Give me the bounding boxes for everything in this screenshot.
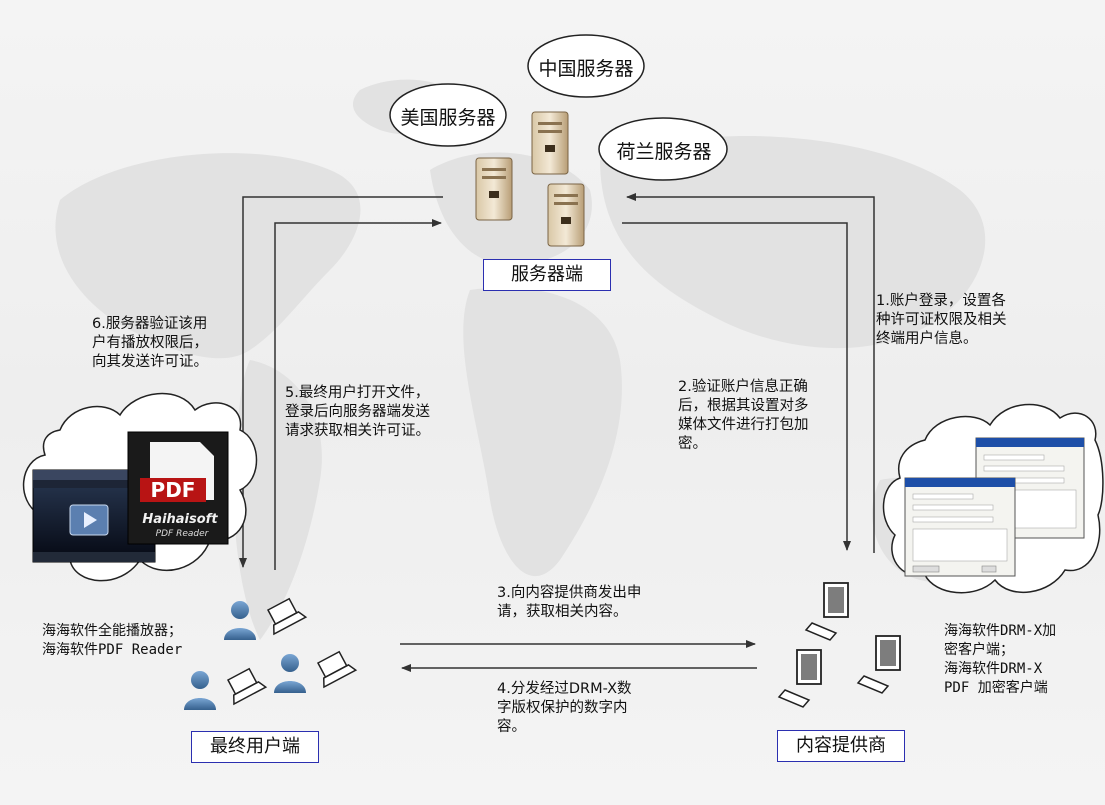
server-side-box: 服务器端 bbox=[483, 259, 611, 291]
arrow-step5 bbox=[274, 219, 442, 570]
pdf-badge-text: PDF bbox=[151, 478, 196, 502]
server-icon bbox=[531, 111, 569, 175]
netherlands-server-bubble bbox=[598, 117, 728, 181]
desktop-computer-icon bbox=[777, 649, 822, 708]
step3-text: 3.向内容提供商发出申 请，获取相关内容。 bbox=[497, 585, 642, 620]
end-user-box: 最终用户端 bbox=[191, 731, 319, 763]
user-icon bbox=[184, 671, 216, 710]
laptop-icon bbox=[226, 667, 268, 706]
drm-client-window-front bbox=[904, 477, 1016, 577]
user-icon bbox=[274, 654, 306, 693]
arrow-step6 bbox=[239, 196, 443, 568]
arrow-step2 bbox=[622, 222, 851, 551]
laptop-icon bbox=[316, 650, 358, 689]
china-server-label: 中国服务器 bbox=[538, 58, 634, 80]
user-icon bbox=[224, 601, 256, 640]
end-user-software-caption: 海海软件全能播放器； 海海软件PDF Reader bbox=[42, 623, 183, 658]
pdf-sub-text: PDF Reader bbox=[156, 529, 210, 539]
step1-text: 1.账户登录，设置各 种许可证权限及相关 终端用户信息。 bbox=[876, 293, 1007, 347]
content-provider-box: 内容提供商 bbox=[777, 730, 905, 762]
step5-text: 5.最终用户打开文件， 登录后向服务器端发送 请求获取相关许可证。 bbox=[285, 385, 430, 439]
arrow-step1 bbox=[626, 193, 875, 553]
desktop-computer-icon bbox=[856, 635, 901, 694]
netherlands-server-label: 荷兰服务器 bbox=[616, 141, 712, 163]
desktop-computer-icon bbox=[804, 582, 849, 641]
china-server-bubble bbox=[527, 34, 645, 98]
step6-text: 6.服务器验证该用 户有播放权限后， 向其发送许可证。 bbox=[92, 316, 208, 370]
step2-text: 2.验证账户信息正确 后，根据其设置对多 媒体文件进行打包加 密。 bbox=[678, 379, 809, 452]
laptop-icon bbox=[266, 597, 308, 636]
usa-server-bubble bbox=[389, 83, 507, 147]
pdf-reader-icon: PDF Haihaisoft PDF Reader bbox=[127, 431, 229, 545]
server-icon bbox=[547, 183, 585, 247]
usa-server-label: 美国服务器 bbox=[400, 107, 496, 129]
server-icon bbox=[475, 157, 513, 221]
step4-text: 4.分发经过DRM-X数 字版权保护的数字内 容。 bbox=[497, 681, 632, 735]
pdf-brand-text: Haihaisoft bbox=[142, 512, 218, 527]
provider-software-caption: 海海软件DRM-X加 密客户端； 海海软件DRM-X PDF 加密客户端 bbox=[944, 623, 1057, 696]
